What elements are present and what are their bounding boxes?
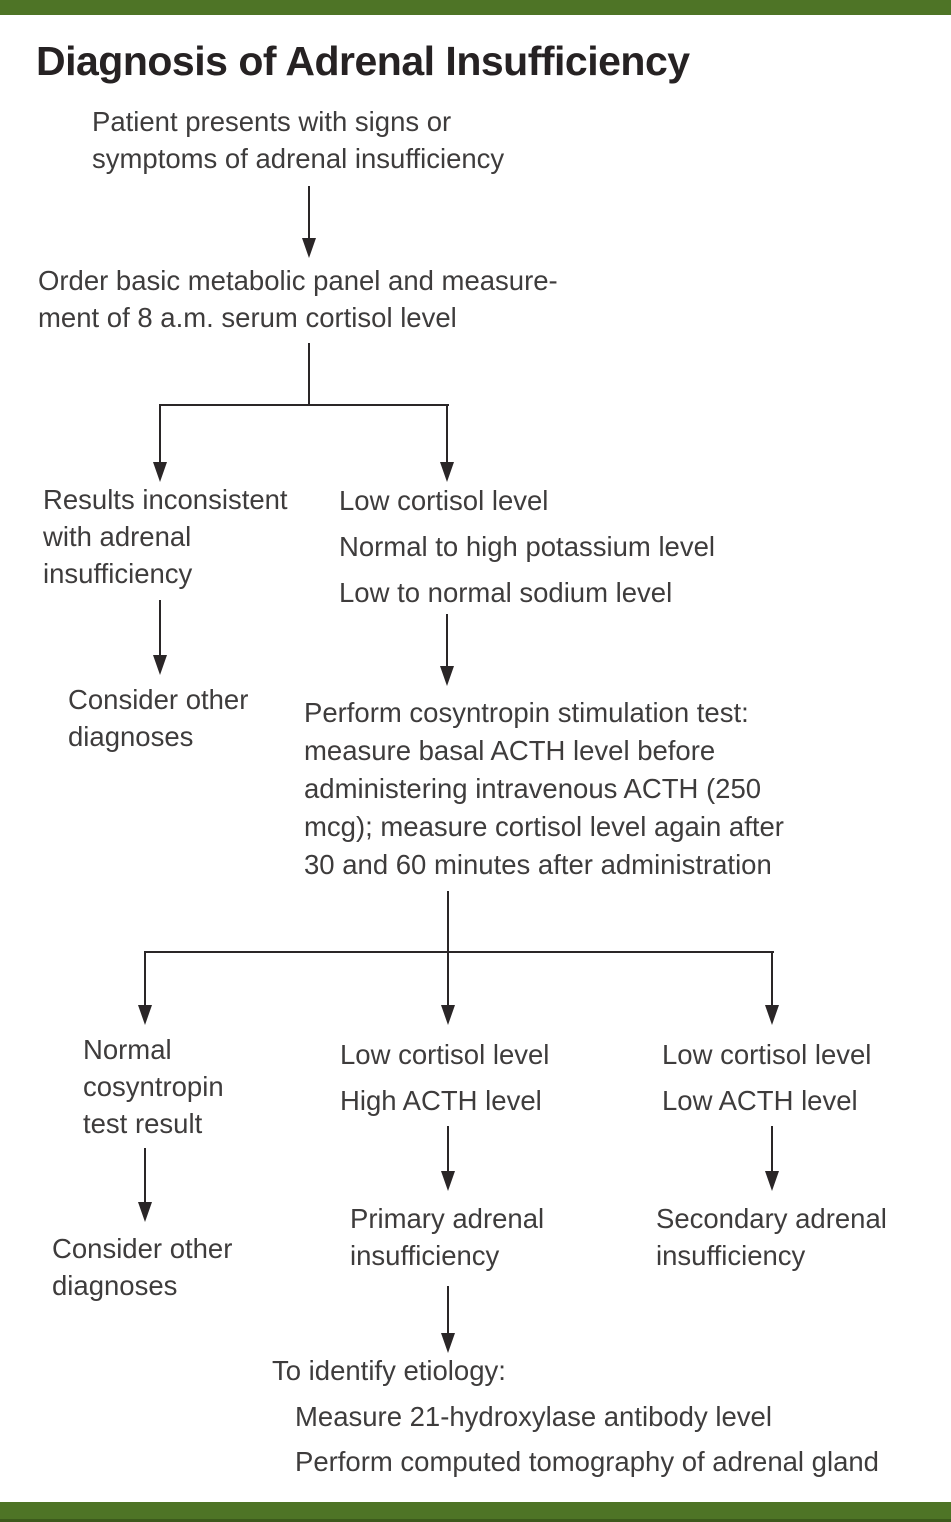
connector-line	[308, 343, 310, 406]
arrow-down-icon	[440, 462, 454, 482]
node-patient-presents: Patient presents with signs or symptoms …	[92, 106, 505, 174]
node-normal-cosyntropin: Normal cosyntropin test result	[83, 1034, 224, 1139]
arrow-down-icon	[302, 238, 316, 258]
connector-line	[447, 1286, 449, 1333]
arrow-down-icon	[441, 1005, 455, 1025]
connector-line	[159, 404, 161, 464]
top-border-bar	[0, 0, 951, 15]
node-consider-other-diagnoses-1: Consider other diagnoses	[68, 684, 249, 752]
arrow-down-icon	[138, 1005, 152, 1025]
connector-line	[447, 891, 449, 953]
connector-line	[144, 951, 146, 1007]
arrow-down-icon	[153, 462, 167, 482]
connector-line	[144, 951, 774, 953]
connector-line	[144, 1148, 146, 1204]
connector-line	[308, 186, 310, 240]
arrow-down-icon	[765, 1171, 779, 1191]
connector-line	[771, 1126, 773, 1173]
node-secondary-adrenal-insufficiency: Secondary adrenal insufficiency	[656, 1203, 887, 1271]
node-order-panel: Order basic metabolic panel and measure-…	[38, 265, 558, 333]
node-results-inconsistent: Results inconsistent with adrenal insuff…	[43, 484, 288, 589]
arrow-down-icon	[765, 1005, 779, 1025]
connector-line	[160, 404, 449, 406]
node-etiology-workup: Measure 21-hydroxylase antibody level Pe…	[295, 1401, 879, 1477]
node-etiology-heading: To identify etiology:	[272, 1355, 506, 1386]
connector-line	[159, 600, 161, 657]
arrow-down-icon	[440, 666, 454, 686]
bottom-border-bar	[0, 1502, 951, 1522]
node-cosyntropin-test: Perform cosyntropin stimulation test: me…	[304, 697, 784, 880]
node-low-cortisol-high-acth: Low cortisol level High ACTH level	[340, 1039, 550, 1116]
node-primary-adrenal-insufficiency: Primary adrenal insufficiency	[350, 1203, 545, 1271]
node-abnormal-labs: Low cortisol level Normal to high potass…	[339, 485, 716, 608]
arrow-down-icon	[441, 1333, 455, 1353]
node-low-cortisol-low-acth: Low cortisol level Low ACTH level	[662, 1039, 872, 1116]
connector-line	[446, 614, 448, 668]
connector-line	[447, 951, 449, 1007]
page-title: Diagnosis of Adrenal Insufficiency	[36, 38, 690, 84]
arrow-down-icon	[153, 655, 167, 675]
connector-line	[447, 1126, 449, 1173]
arrow-down-icon	[138, 1202, 152, 1222]
connector-line	[446, 404, 448, 464]
node-consider-other-diagnoses-2: Consider other diagnoses	[52, 1233, 233, 1301]
connector-line	[771, 951, 773, 1007]
arrow-down-icon	[441, 1171, 455, 1191]
